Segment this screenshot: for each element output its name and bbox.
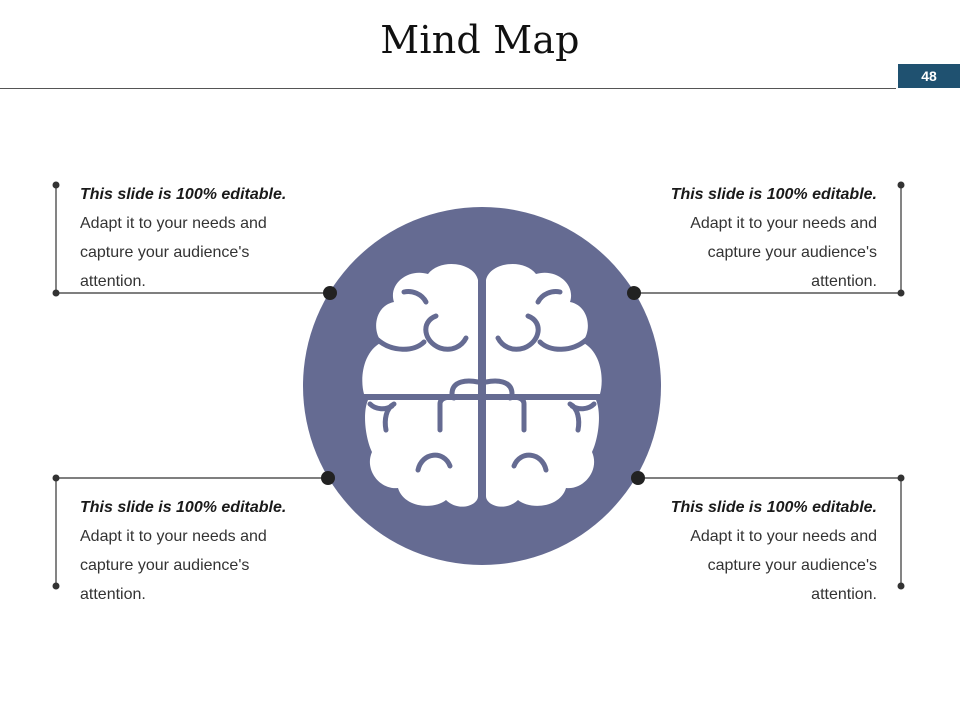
slide-title: Mind Map: [380, 18, 580, 62]
block-heading: This slide is 100% editable.: [80, 499, 287, 516]
block-line: capture your audience's: [80, 557, 250, 574]
text-block-top-left: This slide is 100% editable. Adapt it to…: [80, 180, 320, 296]
block-heading: This slide is 100% editable.: [80, 186, 287, 203]
connector-dots: [52, 181, 905, 590]
block-heading: This slide is 100% editable.: [670, 186, 877, 203]
text-block-bottom-left: This slide is 100% editable. Adapt it to…: [80, 493, 320, 609]
text-block-top-right: This slide is 100% editable. Adapt it to…: [637, 180, 877, 296]
center-circle: [303, 207, 661, 565]
block-heading: This slide is 100% editable.: [670, 499, 877, 516]
block-line: capture your audience's: [80, 244, 250, 261]
block-line: capture your audience's: [707, 557, 877, 574]
node-dots: [321, 286, 645, 485]
block-line: Adapt it to your needs and: [690, 215, 877, 232]
block-line: Adapt it to your needs and: [690, 528, 877, 545]
page-number-badge: 48: [898, 64, 960, 88]
block-line: attention.: [811, 586, 877, 603]
block-line: capture your audience's: [707, 244, 877, 261]
block-line: Adapt it to your needs and: [80, 215, 267, 232]
block-line: attention.: [811, 273, 877, 290]
title-divider: [0, 88, 896, 89]
block-line: Adapt it to your needs and: [80, 528, 267, 545]
block-line: attention.: [80, 273, 146, 290]
block-line: attention.: [80, 586, 146, 603]
brain-icon: [362, 263, 602, 507]
text-block-bottom-right: This slide is 100% editable. Adapt it to…: [637, 493, 877, 609]
